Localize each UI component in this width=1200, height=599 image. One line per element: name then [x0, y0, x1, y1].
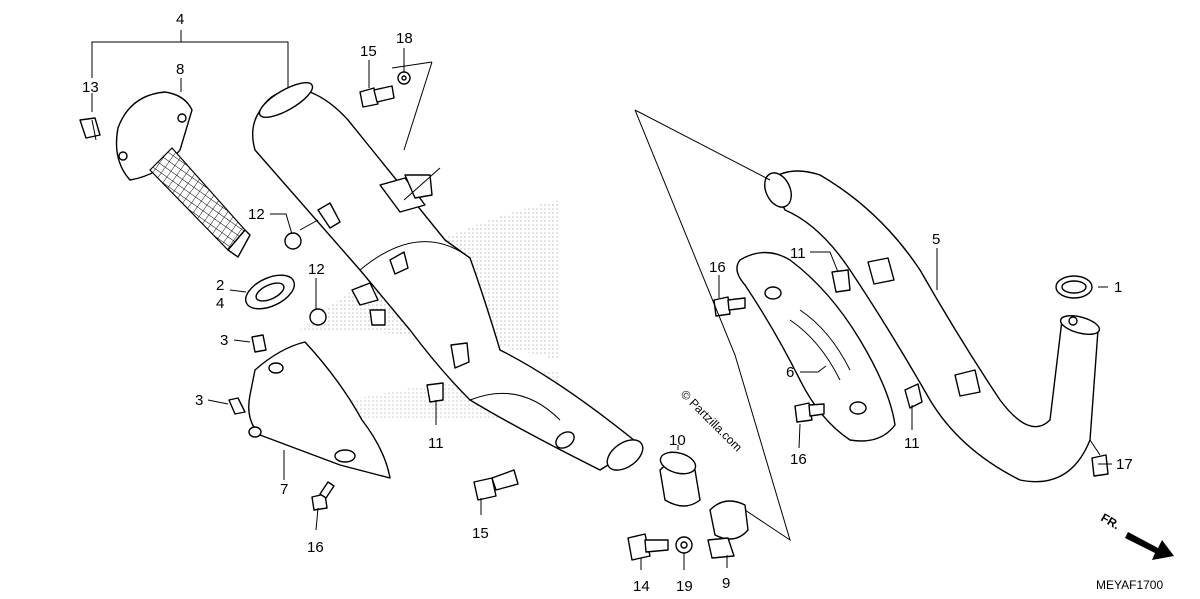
- front-direction-indicator: FR.: [1099, 510, 1174, 560]
- callout-16-lower-right: 16: [790, 451, 807, 468]
- callout-2: 2: [216, 277, 224, 294]
- front-indicator-label: FR.: [1099, 510, 1123, 532]
- callout-16-left: 16: [307, 539, 324, 556]
- diagram-code: MEYAF1700: [1096, 578, 1163, 592]
- callout-15-bottom: 15: [472, 525, 489, 542]
- gasket-2: [245, 274, 295, 310]
- callout-13: 13: [82, 79, 99, 96]
- callout-5: 5: [932, 231, 940, 248]
- callout-1: 1: [1114, 279, 1122, 296]
- exhaust-pipe: [764, 170, 1101, 483]
- callout-numbers: 4 8 13 15 18 12 2 4 12 3 3 7 11 16 15 10…: [82, 11, 1133, 595]
- callout-10: 10: [669, 432, 686, 449]
- callout-19: 19: [676, 578, 693, 595]
- small-fasteners-right: [713, 257, 1109, 477]
- joint-and-clamp: [627, 451, 749, 561]
- callout-9: 9: [722, 575, 730, 592]
- muffler-body: [252, 81, 644, 471]
- callout-6: 6: [786, 364, 794, 381]
- callout-12-lower: 12: [308, 261, 325, 278]
- partzilla-watermark: © Partzilla.com: [678, 387, 745, 454]
- spark-arrester: [115, 91, 251, 258]
- callout-3-upper: 3: [220, 332, 228, 349]
- callout-4-top: 4: [176, 11, 184, 28]
- callout-14: 14: [633, 578, 650, 595]
- callout-11-left: 11: [428, 435, 444, 452]
- callout-18: 18: [396, 30, 413, 47]
- callout-11-lower-right: 11: [904, 435, 920, 452]
- heat-shield-right: [736, 251, 896, 442]
- bracket-lines: [91, 30, 289, 112]
- small-fasteners-left: [79, 71, 519, 511]
- callout-4-lower: 4: [216, 295, 224, 312]
- callout-17: 17: [1116, 456, 1133, 473]
- group-outline: [391, 61, 791, 542]
- leader-lines: [91, 48, 1112, 570]
- front-arrow-icon: [1125, 532, 1174, 560]
- callout-3-lower: 3: [195, 392, 203, 409]
- callout-15-top: 15: [360, 43, 377, 60]
- callout-12-upper: 12: [248, 206, 265, 223]
- callout-16-upper-right: 16: [709, 259, 726, 276]
- callout-7: 7: [280, 481, 288, 498]
- heat-shield-left: [248, 341, 391, 479]
- callout-11-upper-right: 11: [790, 245, 806, 262]
- callout-8: 8: [176, 61, 184, 78]
